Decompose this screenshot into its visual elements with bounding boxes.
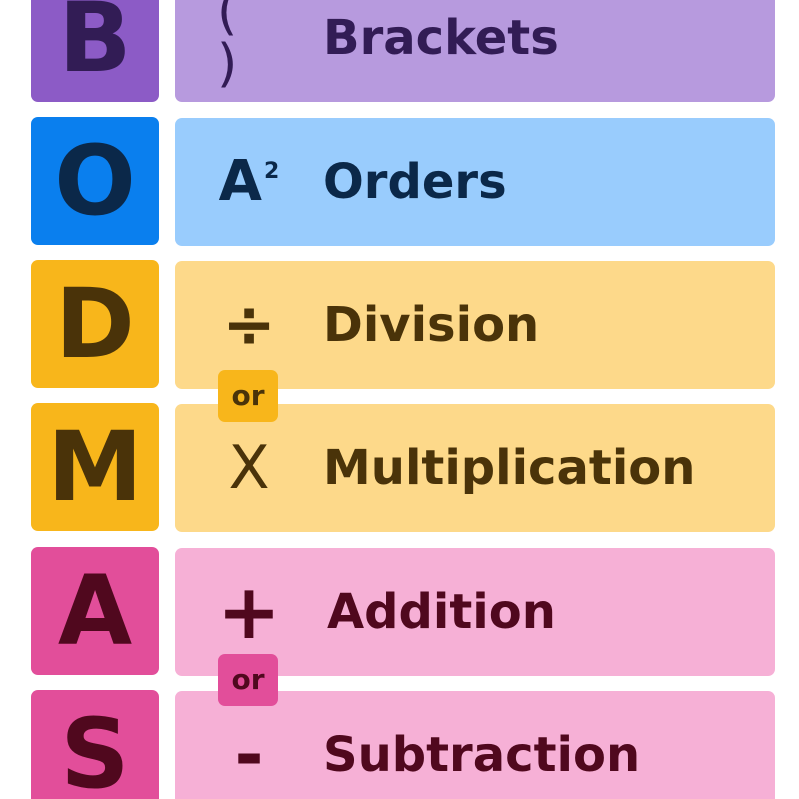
label-orders: Orders <box>323 154 507 210</box>
bar-subtraction: - Subtraction <box>175 691 775 799</box>
label-multiplication: Multiplication <box>323 440 696 496</box>
label-addition: Addition <box>327 584 556 640</box>
plus-icon: + <box>217 567 281 656</box>
exponent-base: A <box>218 149 263 214</box>
or-badge-add-subtract: or <box>218 654 278 706</box>
label-subtraction: Subtraction <box>323 727 641 783</box>
letter-tile-d: D <box>31 260 159 388</box>
label-brackets: Brackets <box>323 10 559 66</box>
minus-icon: - <box>234 714 264 796</box>
letter-tile-m: M <box>31 403 159 531</box>
multiply-icon: X <box>228 433 270 503</box>
bar-brackets: ( ) Brackets <box>175 0 775 102</box>
label-division: Division <box>323 297 540 353</box>
letter-tile-o: O <box>31 117 159 245</box>
or-badge-divide-multiply: or <box>218 370 278 422</box>
letter-tile-b: B <box>31 0 159 102</box>
exponent-power: 2 <box>264 159 280 184</box>
divide-icon: ÷ <box>222 288 276 362</box>
bar-division: ÷ Division <box>175 261 775 389</box>
brackets-icon: ( ) <box>217 0 244 94</box>
letter-tile-a: A <box>31 547 159 675</box>
letter-tile-s: S <box>31 690 159 799</box>
bar-multiplication: X Multiplication <box>175 404 775 532</box>
